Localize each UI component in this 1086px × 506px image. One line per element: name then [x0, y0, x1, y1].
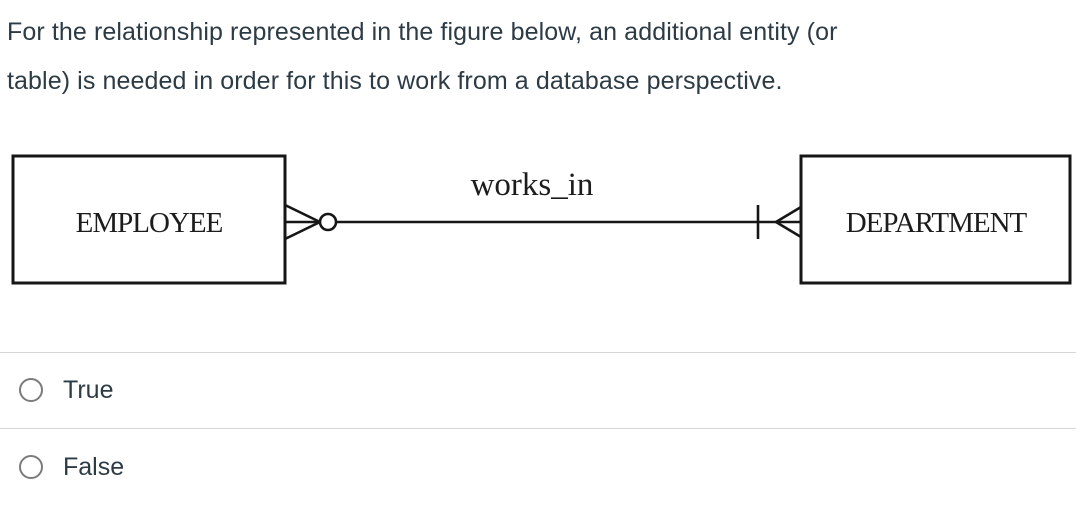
true-option-label: True	[63, 375, 114, 404]
er-diagram-figure: EMPLOYEE DEPARTMENT works_in	[11, 154, 1072, 285]
false-option-label: False	[63, 452, 125, 481]
employee-entity-box	[11, 154, 287, 285]
option-true[interactable]: True	[0, 352, 1076, 428]
department-entity-label: DEPARTMENT	[846, 207, 1028, 239]
false-radio-button[interactable]	[19, 455, 43, 479]
one-or-many-crow-foot-icon	[756, 205, 802, 239]
department-entity-box	[799, 154, 1072, 285]
true-radio-button[interactable]	[19, 378, 43, 402]
question-text: For the relationship represented in the …	[7, 8, 1082, 106]
employee-entity-label: EMPLOYEE	[76, 207, 223, 239]
relationship-label: works_in	[471, 167, 594, 203]
zero-or-many-crow-foot-icon	[284, 203, 338, 241]
divider	[0, 428, 1076, 429]
question-line-1: For the relationship represented in the …	[7, 18, 838, 46]
option-false[interactable]: False	[0, 428, 1076, 506]
question-line-2: table) is needed in order for this to wo…	[7, 67, 783, 95]
divider	[0, 352, 1076, 353]
